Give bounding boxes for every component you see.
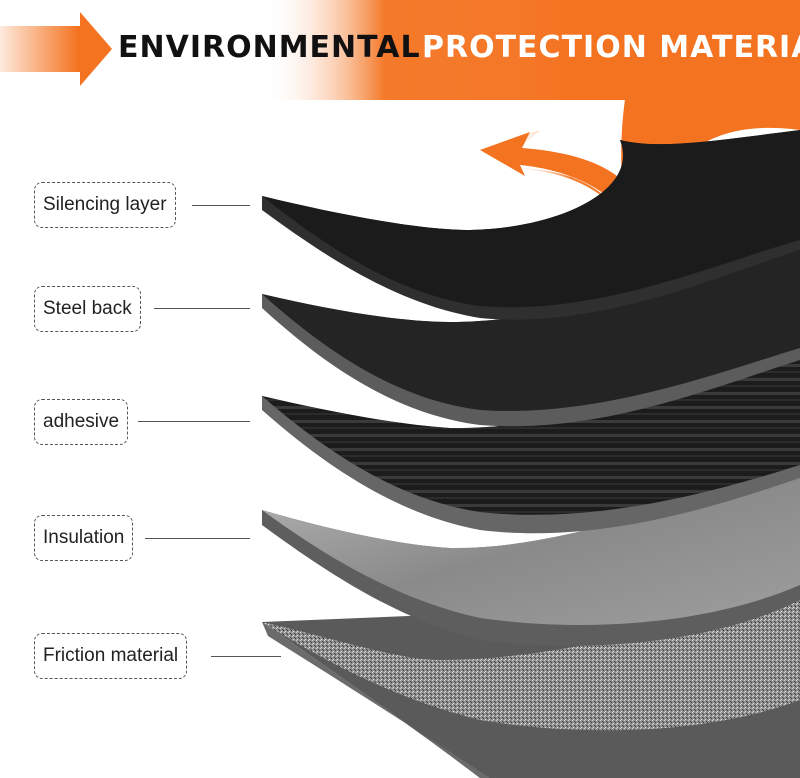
label-silencing-layer: Silencing layer: [34, 182, 176, 228]
label-friction-material: Friction material: [34, 633, 187, 679]
leader-line: [154, 308, 250, 309]
leader-line: [138, 421, 250, 422]
label-adhesive: adhesive: [34, 399, 128, 445]
label-steel-back: Steel back: [34, 286, 141, 332]
leader-line: [192, 205, 250, 206]
label-insulation: Insulation: [34, 515, 133, 561]
leader-line: [211, 656, 281, 657]
leader-line: [145, 538, 250, 539]
